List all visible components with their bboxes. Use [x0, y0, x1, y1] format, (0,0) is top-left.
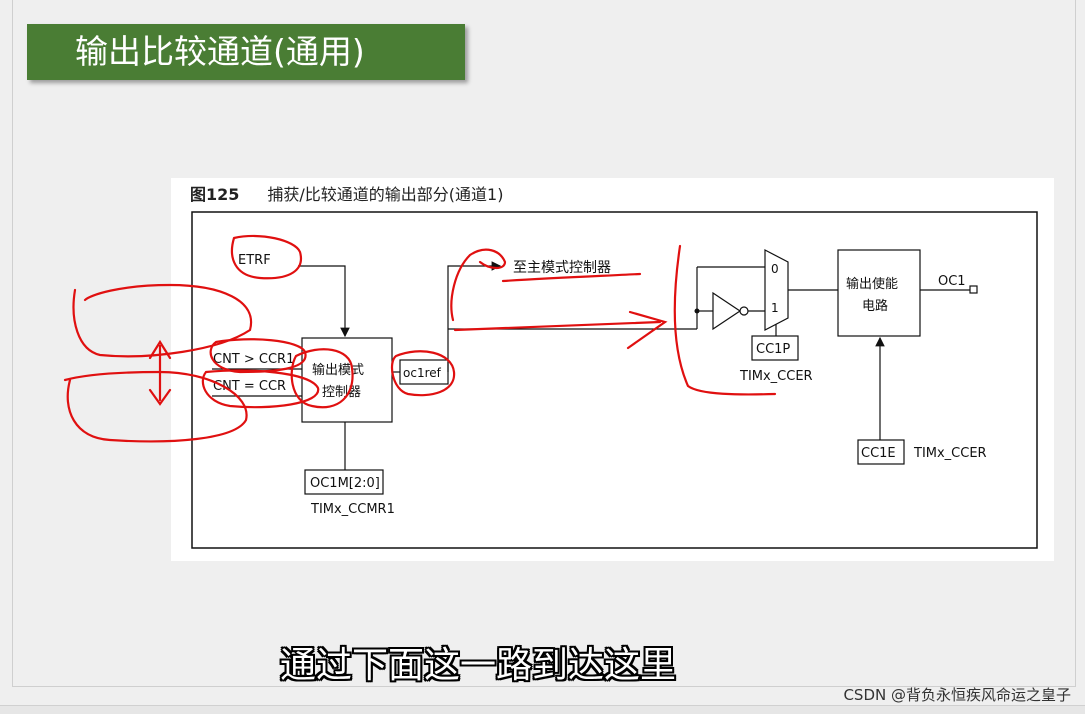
mode-controller-line2: 控制器: [322, 385, 361, 400]
red-annotations: [63, 234, 777, 443]
oc1-pin: [969, 285, 978, 294]
slide-title: 输出比较通道(通用): [75, 32, 365, 71]
cc1p-label: CC1P: [756, 342, 790, 357]
oc1ref-to-master-line: [447, 261, 502, 372]
annotation-etrf-circle: [230, 234, 303, 280]
inverter-symbol: [712, 291, 742, 331]
figure-caption: 图125 捕获/比较通道的输出部分(通道1): [190, 181, 503, 205]
cc1e-box: [857, 439, 905, 465]
output-enable-box: [837, 249, 921, 337]
polarity-mux: [764, 249, 789, 331]
cc1e-label: CC1E: [861, 446, 896, 461]
oc1-label: OC1: [938, 274, 966, 289]
output-enable-line1: 输出使能: [846, 276, 898, 292]
output-enable-line2: 电路: [862, 298, 888, 314]
video-subtitle: 通过下面这一路到达这里: [280, 645, 677, 686]
oc1ref-box: [399, 359, 449, 385]
oc1m-label: OC1M[2:0]: [310, 476, 380, 491]
bottom-toolbar-strip: [0, 705, 1085, 714]
annotation-cnt-eq-circle: [201, 369, 320, 409]
mux-input1-label: 1: [771, 301, 779, 315]
annotation-to-master-underline: [501, 272, 642, 283]
title-banner: 输出比较通道(通用): [27, 24, 465, 80]
timx-ccer-label-1: TIMx_CCER: [739, 369, 813, 384]
inverter-bubble: [739, 306, 749, 316]
annotation-to-master-arrow: [450, 248, 507, 322]
figure-number: 图125: [190, 185, 240, 204]
output-mode-controller-box: [301, 337, 393, 423]
annotation-oc1ref-circle: [390, 350, 456, 397]
annotation-mux-bracket: [673, 244, 777, 396]
oc1m-box: [304, 469, 384, 495]
diagram-frame: [191, 211, 1038, 549]
cc1p-box: [751, 335, 799, 361]
cnt-greater-label: CNT > CCR1: [213, 352, 294, 367]
annotation-left-brace-top: [72, 283, 253, 358]
annotation-main-arrow: [453, 310, 668, 350]
annotation-left-brace-bottom: [63, 370, 248, 443]
oc1ref-label: oc1ref: [403, 366, 442, 380]
to-master-label: 至主模式控制器: [513, 260, 611, 276]
etrf-line: [298, 265, 350, 338]
watermark: CSDN @背负永恒疾风命运之皇子: [843, 686, 1071, 704]
etrf-label: ETRF: [238, 253, 271, 268]
timx-ccmr1-label: TIMx_CCMR1: [310, 502, 395, 517]
annotation-mode-circle: [290, 348, 354, 409]
figure-caption-text: 捕获/比较通道的输出部分(通道1): [267, 185, 504, 204]
mux-input0-label: 0: [771, 262, 779, 276]
timx-ccer-label-2: TIMx_CCER: [913, 446, 987, 461]
mode-controller-line1: 输出模式: [312, 362, 364, 378]
